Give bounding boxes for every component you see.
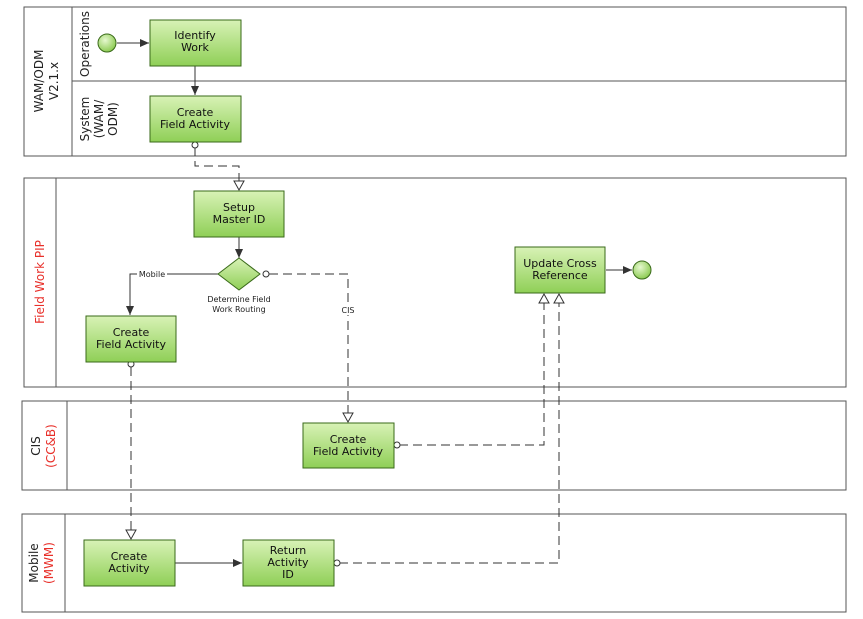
flow-gateway-to-mobile bbox=[126, 273, 219, 315]
svg-text:Field Activity: Field Activity bbox=[96, 338, 167, 351]
svg-text:Reference: Reference bbox=[532, 269, 588, 282]
svg-text:Create: Create bbox=[177, 106, 214, 119]
sequence-flows bbox=[117, 39, 632, 567]
svg-text:Master ID: Master ID bbox=[213, 213, 266, 226]
svg-text:Create: Create bbox=[330, 433, 367, 446]
svg-text:Setup: Setup bbox=[223, 201, 255, 214]
start-event bbox=[97, 33, 117, 53]
lane-label-system-2: (WAM/ bbox=[92, 99, 106, 138]
lane-label-operations: Operations bbox=[78, 11, 92, 77]
pool-field-work-pip: Field Work PIP bbox=[23, 177, 847, 388]
lane-label-system-3: ODM) bbox=[106, 102, 120, 136]
svg-text:Field Activity: Field Activity bbox=[160, 118, 231, 131]
gateway-label-2: Work Routing bbox=[212, 305, 265, 314]
pool-label-wam-version: V2.1.x bbox=[47, 62, 61, 100]
task-identify-work: Identify Work bbox=[149, 19, 242, 67]
svg-text:Field Activity: Field Activity bbox=[313, 445, 384, 458]
msg-origin-dot bbox=[393, 441, 401, 449]
svg-text:Activity: Activity bbox=[267, 556, 309, 569]
msg-origin-dot bbox=[191, 141, 199, 149]
task-setup-master-id: Setup Master ID bbox=[193, 190, 285, 238]
end-event bbox=[632, 260, 652, 280]
svg-text:Activity: Activity bbox=[108, 562, 150, 575]
svg-text:Update Cross: Update Cross bbox=[523, 257, 597, 270]
pool-label-mobile: Mobile bbox=[27, 543, 41, 582]
gateway-determine-routing: Determine Field Work Routing bbox=[207, 257, 271, 314]
svg-text:Create: Create bbox=[113, 326, 150, 339]
flow-label-cis: CIS bbox=[341, 306, 354, 315]
pool-label-fieldwork: Field Work PIP bbox=[33, 240, 47, 324]
pool-wam-odm: WAM/ODM V2.1.x Operations System (WAM/ O… bbox=[23, 6, 847, 157]
flow-label-mobile: Mobile bbox=[139, 270, 165, 279]
msg-origin-dot bbox=[262, 270, 270, 278]
msg-mobile-to-update bbox=[339, 292, 565, 564]
svg-text:Work: Work bbox=[181, 41, 209, 54]
pool-label-wam: WAM/ODM bbox=[32, 50, 46, 113]
pool-label-mwm: (MWM) bbox=[42, 542, 56, 584]
gateway-label-1: Determine Field bbox=[207, 295, 270, 304]
lane-label-system-1: System bbox=[78, 97, 92, 142]
pool-label-ccb: (CC&B) bbox=[44, 424, 58, 468]
task-create-field-activity-cis: Create Field Activity bbox=[302, 422, 395, 469]
task-create-field-activity-pip: Create Field Activity bbox=[85, 315, 177, 363]
msg-gateway-to-cis bbox=[269, 273, 354, 424]
svg-text:Identify: Identify bbox=[174, 29, 216, 42]
message-flows bbox=[125, 141, 565, 567]
svg-text:Create: Create bbox=[111, 550, 148, 563]
svg-text:ID: ID bbox=[282, 568, 294, 581]
task-create-activity-mobile: Create Activity bbox=[83, 539, 176, 587]
pool-label-cis: CIS bbox=[29, 436, 43, 456]
svg-text:Return: Return bbox=[270, 544, 307, 557]
msg-cis-to-update bbox=[399, 292, 550, 446]
msg-origin-dot bbox=[333, 559, 341, 567]
task-update-cross-reference: Update Cross Reference bbox=[514, 246, 606, 294]
task-create-field-activity-wam: Create Field Activity bbox=[149, 95, 242, 143]
msg-wam-to-setup bbox=[194, 147, 245, 192]
task-return-activity-id: Return Activity ID bbox=[242, 539, 335, 587]
